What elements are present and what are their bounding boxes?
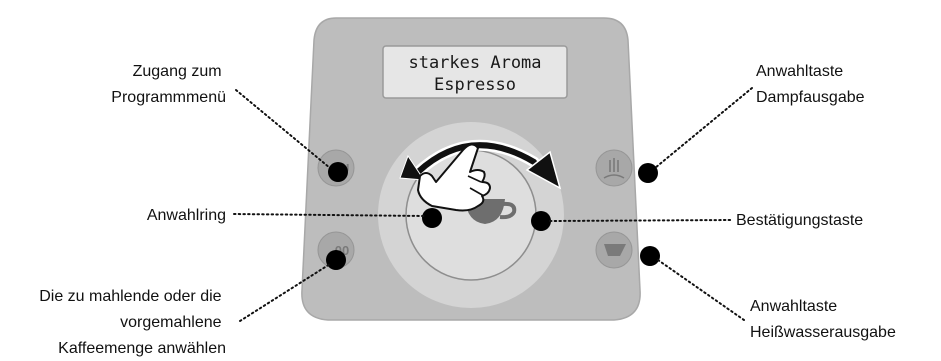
callout-dot-steam (638, 163, 658, 183)
callout-dot-menu (328, 162, 348, 182)
callout-dot-hot-water (640, 246, 660, 266)
label-program-menu: Zugang zum Programmmenü (111, 63, 226, 106)
lcd-line-1: starkes Aroma (408, 53, 541, 73)
callout-dot-amount (326, 250, 346, 270)
label-selection-ring: Anwahlring (147, 207, 226, 224)
lcd-line-2: Espresso (434, 75, 516, 95)
callout-dot-ring (422, 208, 442, 228)
label-confirm: Bestätigungstaste (736, 212, 863, 229)
callout-dot-confirm (531, 211, 551, 231)
steam-button[interactable] (596, 150, 632, 186)
label-amount: Die zu mahlende oder die vorgemahlene Ka… (39, 288, 226, 357)
label-hot-water: Anwahltaste Heißwasserausgabe (750, 298, 896, 341)
leader-line-steam (655, 88, 752, 168)
label-steam: Anwahltaste Dampfausgabe (756, 63, 865, 106)
leader-line-hot-water (658, 260, 744, 320)
hot-water-button[interactable] (596, 232, 632, 268)
